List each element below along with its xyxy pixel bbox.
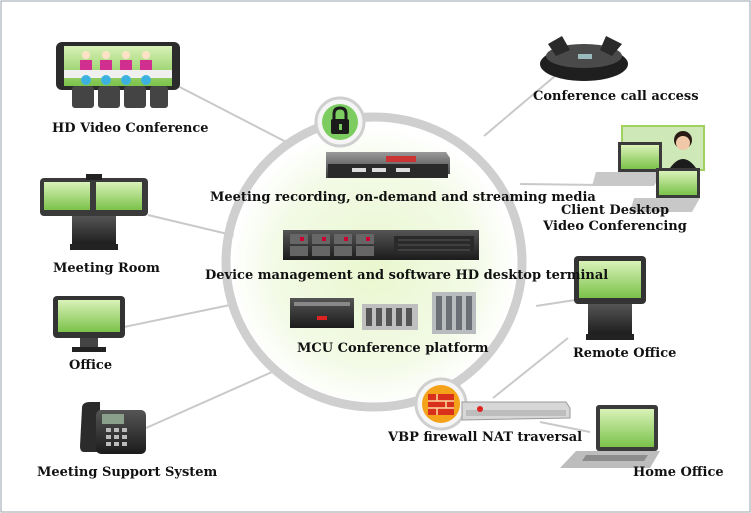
client-desktop-label-line1: Client Desktop (560, 203, 670, 218)
conference-call-access-label: Conference call access (533, 89, 699, 104)
ring (221, 112, 527, 412)
mcu-platform-label: MCU Conference platform (297, 341, 489, 356)
office-monitor (53, 296, 125, 352)
meeting-support-system-label: Meeting Support System (37, 465, 218, 480)
vbp-appliance (461, 401, 571, 421)
client-desktop-label-line2: Video Conferencing (543, 219, 687, 234)
firewall-icon (414, 377, 468, 431)
device-management-label: Device management and software HD deskto… (205, 268, 609, 283)
lock-icon (314, 96, 366, 148)
rack-server (283, 230, 479, 260)
vbp-firewall-label: VBP firewall NAT traversal (388, 430, 583, 445)
mcu-devices (290, 292, 476, 334)
remote-office-monitor (574, 256, 646, 340)
hd-video-conference-label: HD Video Conference (52, 121, 209, 136)
meeting-room-device (40, 174, 148, 250)
recording-label: Meeting recording, on-demand and streami… (210, 190, 596, 205)
conference-phone (540, 36, 628, 81)
video-wall-device (56, 42, 180, 108)
client-laptops (592, 125, 705, 212)
home-office-label: Home Office (633, 465, 724, 480)
home-laptop (560, 405, 660, 468)
connector-lines (123, 75, 601, 433)
office-label: Office (69, 358, 113, 373)
remote-office-label: Remote Office (573, 346, 677, 361)
recorder-device (326, 152, 450, 178)
meeting-room-label: Meeting Room (53, 261, 160, 276)
desk-phone (80, 402, 146, 454)
